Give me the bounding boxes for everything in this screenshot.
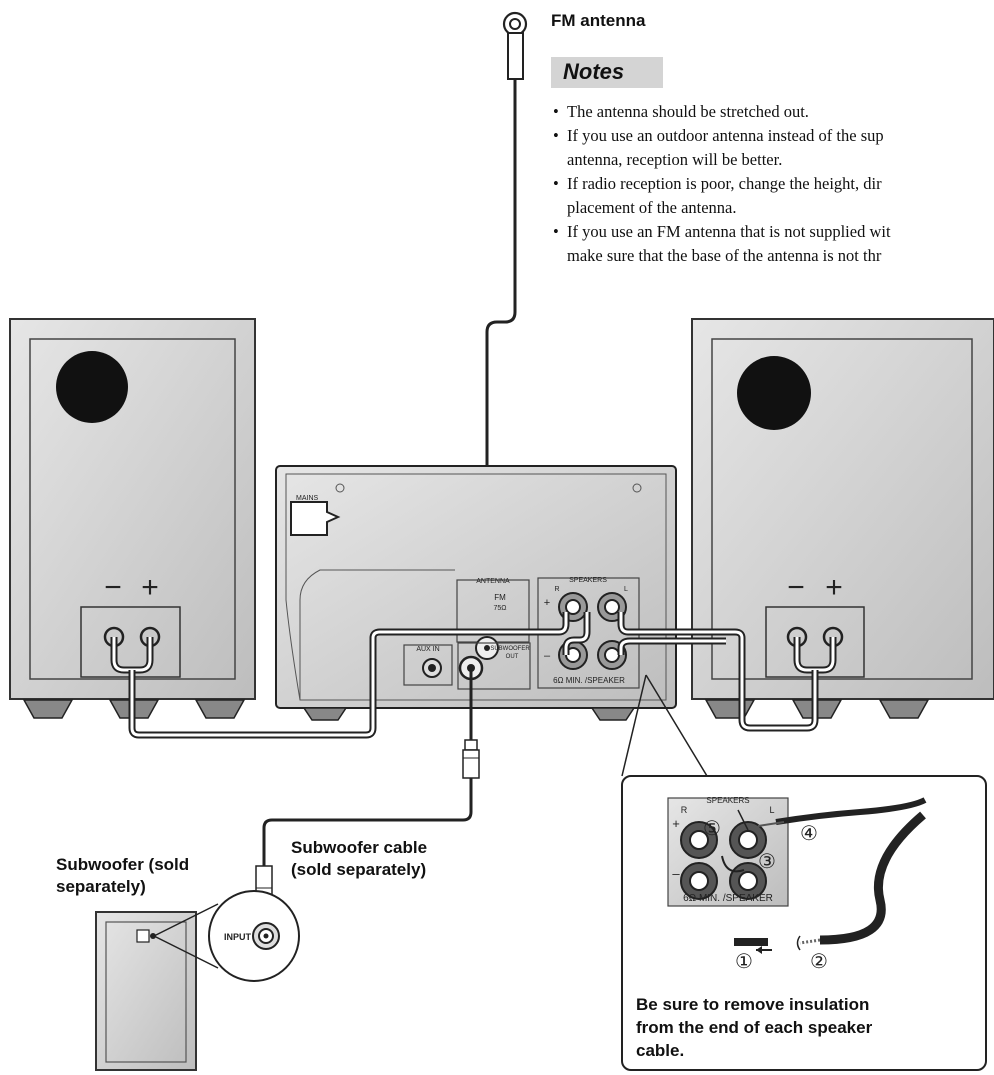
aux-in-label: AUX IN [416,646,439,653]
step-5: ⑤ [703,818,721,840]
detail-plus-label: + [672,816,680,831]
note-item-continued: make sure that the base of the antenna i… [567,246,882,265]
twist-icon [796,935,801,951]
subwoofer: INPUT [95,890,300,1071]
insulation-note-line2: from the end of each speaker [636,1018,873,1037]
speaker-wiring-detail: SPEAKERS R L + – 6Ω MIN. /SPEAKER ① ② ③ … [621,674,987,1071]
antenna-section-label: ANTENNA [476,578,510,585]
subwoofer-cable-label-line2: (sold separately) [291,860,427,879]
right-speaker: − + [691,318,994,719]
right-terminal-plus: + [825,571,843,604]
insulation-note-line3: cable. [636,1041,685,1060]
woofer-icon [737,356,811,430]
fm-antenna [485,11,528,648]
note-item: The antenna should be stretched out. [551,100,994,124]
detail-minus-label: – [672,866,680,881]
note-item: If radio reception is poor, change the h… [551,172,994,196]
woofer-icon [56,351,128,423]
speaker-l-label: L [624,586,628,593]
detail-min-speaker-label: 6Ω MIN. /SPEAKER [683,893,773,904]
notes-list: The antenna should be stretched out. If … [551,100,994,300]
subwoofer-input-label: INPUT [224,932,252,942]
subwoofer-out-label-1: SUBWOOFER [490,646,530,652]
note-item-continued: placement of the antenna. [567,198,737,217]
note-item: If you use an FM antenna that is not sup… [551,220,994,244]
right-terminal-minus: − [787,571,805,604]
fm-label: FM [494,593,506,602]
speaker-cables [110,612,837,739]
step-3: ③ [758,851,776,873]
speaker-plus-label: + [544,597,550,609]
fm-antenna-label: FM antenna [551,11,646,30]
notes-heading: Notes [563,59,625,84]
subwoofer-out-label-2: OUT [506,654,519,660]
main-unit-rear: MAINS ANTENNA FM 75Ω AUX IN SUBWOOFER OU… [275,465,677,721]
curved-arrow-icon [721,855,745,873]
detail-l-label: L [769,805,774,815]
speaker-r-label: R [554,586,559,593]
subwoofer-cable-label-line1: Subwoofer cable [291,838,428,857]
detail-r-label: R [681,805,688,815]
speaker-minus-label: – [544,650,551,662]
insulation-note-line1: Be sure to remove insulation [636,995,870,1014]
step-4: ④ [800,823,818,845]
mains-label: MAINS [296,495,319,502]
ohm-label: 75Ω [493,605,506,612]
min-speaker-label: 6Ω MIN. /SPEAKER [553,676,625,685]
detail-speakers-label: SPEAKERS [706,796,749,805]
subwoofer-label-line2: separately) [56,877,146,896]
left-terminal-minus: − [104,571,122,604]
step-1: ① [735,951,753,973]
note-item: If you use an outdoor antenna instead of… [551,124,994,148]
detail-binding-post-icon [680,821,767,900]
note-item-continued: antenna, reception will be better. [567,150,783,169]
left-terminal-plus: + [141,571,159,604]
subwoofer-label-line1: Subwoofer (sold [56,855,190,874]
mains-inlet-icon [290,501,341,536]
step-2: ② [810,951,828,973]
speakers-label: SPEAKERS [569,577,607,584]
notes-heading-box: Notes [551,57,663,88]
left-speaker: − + [9,318,256,719]
